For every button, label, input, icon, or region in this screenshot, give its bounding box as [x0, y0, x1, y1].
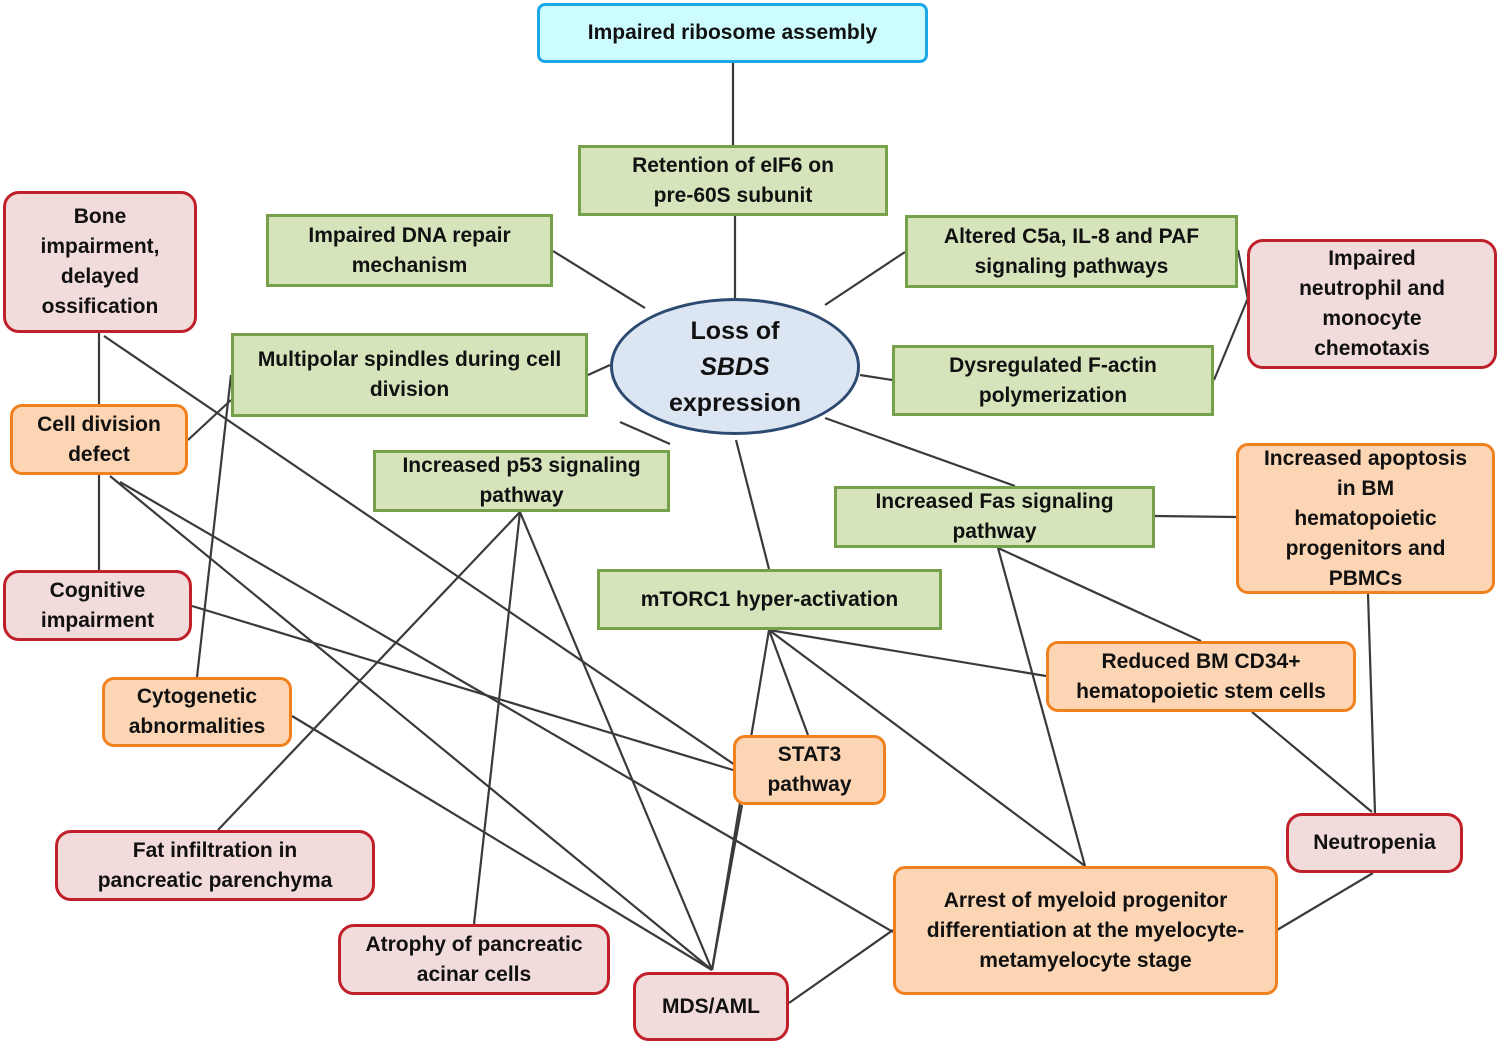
connector-line [788, 929, 894, 1004]
connector-line [710, 804, 744, 971]
connector-line [997, 546, 1202, 643]
node-mds-aml: MDS/AML [633, 972, 789, 1041]
connector-line [472, 511, 522, 925]
connector-line [1236, 249, 1250, 301]
connector-line [734, 439, 771, 570]
connector-line [587, 363, 611, 377]
node-neutropenia: Neutropenia [1286, 813, 1463, 873]
connector-line [191, 604, 734, 772]
node-mtorc1-hyper-activation: mTORC1 hyper-activation [597, 569, 942, 630]
connector-line [291, 715, 713, 971]
connector-line [109, 475, 713, 971]
connector-line [1212, 297, 1250, 381]
connector-line [768, 628, 1047, 678]
connector-line [1366, 593, 1377, 814]
connector-line [768, 629, 1086, 867]
connector-line [518, 511, 714, 971]
connector-line [767, 629, 810, 736]
connector-line [1251, 711, 1373, 813]
connector-line [103, 335, 736, 766]
connector-line [195, 374, 233, 678]
node-impaired-ribosome-assembly: Impaired ribosome assembly [537, 3, 928, 63]
connector-line [1276, 872, 1374, 931]
connector-line [824, 416, 1016, 488]
connector-line [217, 511, 521, 831]
connector-line [996, 547, 1087, 867]
connector-line [859, 373, 893, 382]
connector-line [552, 250, 646, 309]
node-reduced-cd34: Reduced BM CD34+hematopoietic stem cells [1046, 641, 1356, 712]
connector-line [1154, 514, 1237, 519]
connector-line [187, 399, 232, 441]
connector-line [619, 420, 671, 446]
connector-line [119, 481, 894, 933]
connector-line [824, 251, 906, 306]
